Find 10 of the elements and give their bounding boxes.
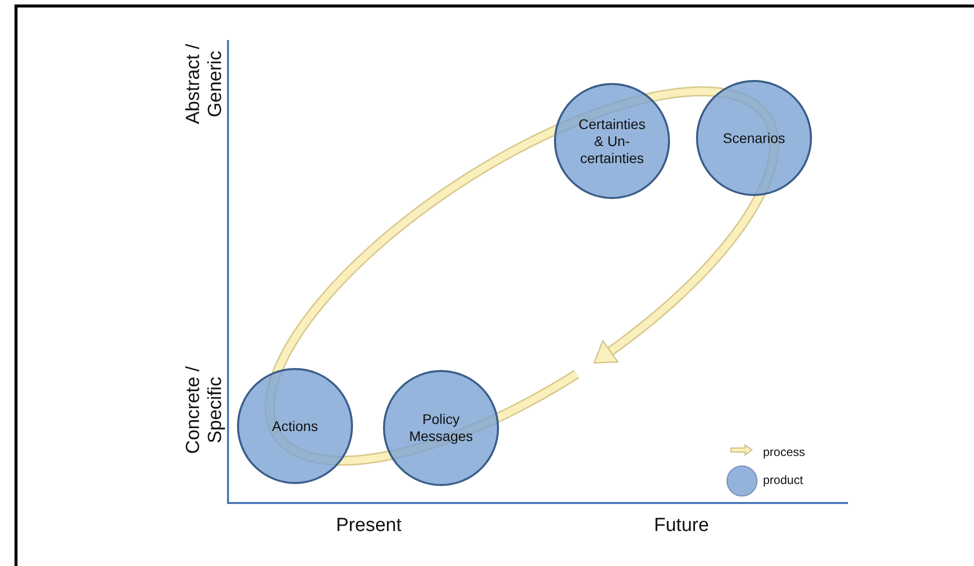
legend-label: product	[763, 473, 804, 487]
legend-label: process	[763, 445, 806, 459]
axis-label: Concrete / Specific	[183, 365, 227, 456]
circle-label: Scenarios	[722, 130, 786, 146]
axis-tick-label: Present	[336, 515, 402, 537]
circle-label: Actions	[271, 418, 319, 434]
axis-tick-label: Future	[654, 515, 709, 537]
axis-label: Abstract / Generic	[183, 42, 227, 126]
circle-label: Policy Messages	[408, 411, 474, 445]
circle-label: Certainties & Un-certainties	[578, 116, 646, 166]
